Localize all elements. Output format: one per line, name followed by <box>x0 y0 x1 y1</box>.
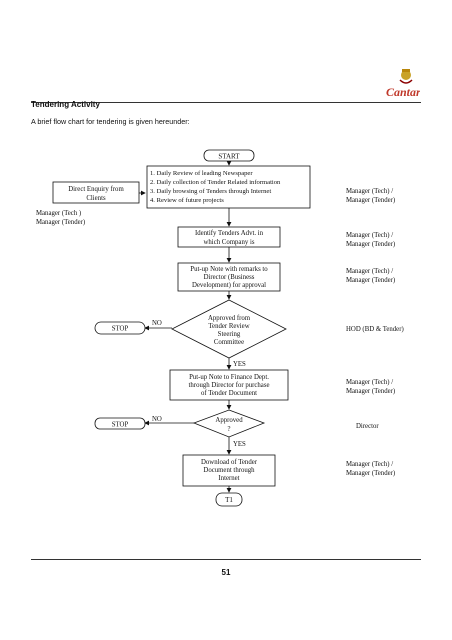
role-hod: HOD (BD & Tender) <box>346 326 404 333</box>
flow-connectors <box>139 160 232 493</box>
approved-line-2: ? <box>227 426 230 433</box>
stop-node-2 <box>94 417 146 430</box>
put-up-note-line-3: Development) for approval <box>192 282 266 289</box>
direct-enquiry-role-2: Manager (Tender) <box>36 219 85 226</box>
approved-decision <box>192 409 266 438</box>
finance-line-2: through Director for purchase <box>189 382 270 389</box>
company-logo: Cantar <box>386 69 420 99</box>
put-up-note-line-1: Put-up Note with remarks to <box>190 266 268 273</box>
page-number: 51 <box>221 568 231 577</box>
approved-committee-decision <box>171 299 287 359</box>
role-put-up-note-2: Manager (Tender) <box>346 277 395 284</box>
yes-label-2: YES <box>233 441 246 448</box>
role-identify-1: Manager (Tech) / <box>346 232 393 239</box>
role-put-up-note-1: Manager (Tech) / <box>346 268 393 275</box>
direct-enquiry-line-1: Direct Enquiry from <box>68 186 124 193</box>
download-line-1: Download of Tender <box>201 459 258 466</box>
role-finance-2: Manager (Tender) <box>346 388 395 395</box>
download-tender-box <box>182 454 276 487</box>
end-node-t1 <box>215 492 243 507</box>
logo-emblem-icon <box>399 69 413 84</box>
daily-review-box <box>146 165 311 209</box>
role-daily-review-1: Manager (Tech) / <box>346 188 393 195</box>
end-label: T1 <box>225 496 233 504</box>
direct-enquiry-role-1: Manager (Tech ) <box>36 210 81 217</box>
footer-rule <box>31 559 421 560</box>
committee-line-3: Steering <box>218 331 241 338</box>
identify-tenders-box <box>177 226 281 248</box>
no-label-2: NO <box>152 416 162 423</box>
identify-line-1: Identify Tenders Advt. in <box>195 230 264 237</box>
section-intro: A brief flow chart for tendering is give… <box>31 117 190 126</box>
role-daily-review-2: Manager (Tender) <box>346 197 395 204</box>
committee-line-4: Committee <box>214 339 244 346</box>
approved-line-1: Approved <box>215 417 243 424</box>
stop-label-2: STOP <box>112 422 129 429</box>
committee-line-1: Approved from <box>208 315 251 322</box>
finance-line-1: Put-up Note to Finance Dept. <box>189 374 269 381</box>
put-up-note-line-2: Director (Business <box>204 274 255 281</box>
daily-review-line-1: 1. Daily Review of leading Newspaper <box>150 170 253 177</box>
role-download-1: Manager (Tech) / <box>346 461 393 468</box>
committee-line-2: Tender Review <box>208 323 249 330</box>
direct-enquiry-line-2: Clients <box>86 195 106 202</box>
download-line-3: Internet <box>218 475 239 482</box>
stop-node-1 <box>94 321 146 335</box>
put-up-note-box <box>177 262 281 292</box>
no-label-1: NO <box>152 320 162 327</box>
start-node <box>203 149 255 162</box>
direct-enquiry-box <box>52 181 140 204</box>
daily-review-line-2: 2. Daily collection of Tender Related in… <box>150 179 281 186</box>
role-finance-1: Manager (Tech) / <box>346 379 393 386</box>
stop-label-1: STOP <box>112 326 129 333</box>
daily-review-line-4: 4. Review of future projects <box>150 197 224 204</box>
header-rule <box>31 102 421 103</box>
identify-line-2: which Company is <box>204 239 255 246</box>
role-download-2: Manager (Tender) <box>346 470 395 477</box>
yes-label-1: YES <box>233 361 246 368</box>
role-director: Director <box>356 423 379 430</box>
section-heading: Tendering Activity <box>31 100 100 109</box>
role-identify-2: Manager (Tender) <box>346 241 395 248</box>
finance-note-box <box>169 369 289 401</box>
start-label: START <box>218 153 240 161</box>
download-line-2: Document through <box>203 467 255 474</box>
logo-wordmark: Cantar <box>386 85 420 99</box>
finance-line-3: of Tender Document <box>201 390 257 397</box>
daily-review-line-3: 3. Daily browsing of Tenders through Int… <box>150 188 271 195</box>
